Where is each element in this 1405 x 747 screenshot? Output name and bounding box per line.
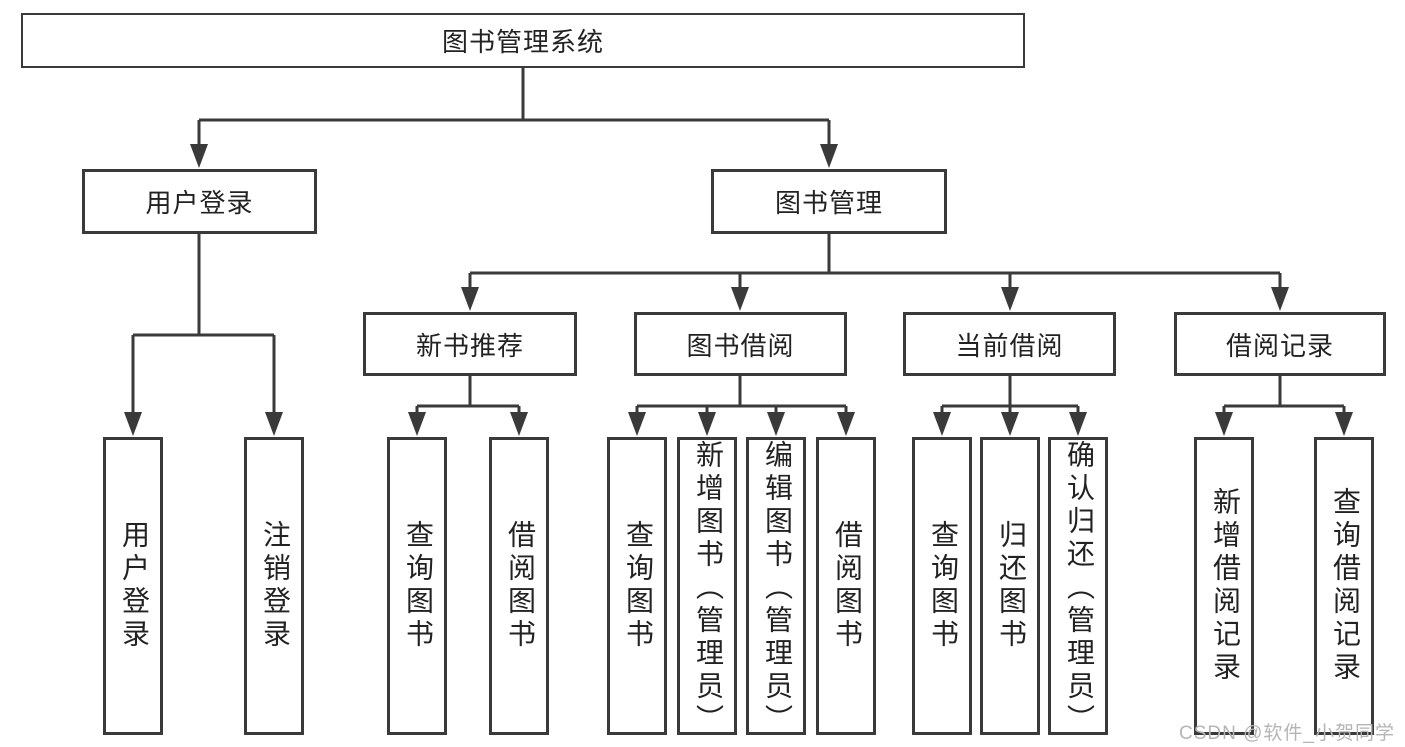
leaf-query-borrow-record-label: 查询借阅记录 [1329,487,1360,685]
node-borrowing-records-label: 借阅记录 [1225,331,1334,361]
leaf-query-books-recommend-label: 查询图书 [402,520,433,652]
node-new-book-recommend-label: 新书推荐 [415,331,524,361]
leaf-query-borrow-record: 查询借阅记录 [1314,437,1374,735]
leaf-user-login-label: 用户登录 [118,520,149,652]
leaf-borrow-books-label: 借阅图书 [831,520,862,652]
leaf-query-books-current-label: 查询图书 [927,520,958,652]
csdn-watermark: CSDN @软件_小贺同学 [1179,723,1395,744]
leaf-add-book-admin-label: 新增图书（管理员） [692,440,723,737]
node-user-login: 用户登录 [82,169,317,234]
leaf-add-borrow-record: 新增借阅记录 [1194,437,1254,735]
leaf-return-book-label: 归还图书 [995,520,1026,652]
node-book-borrowing-label: 图书借阅 [686,331,795,361]
leaf-logout: 注销登录 [244,437,304,735]
node-book-borrowing: 图书借阅 [634,312,847,376]
node-new-book-recommend: 新书推荐 [363,312,577,376]
leaf-borrow-books: 借阅图书 [816,437,876,735]
leaf-add-book-admin: 新增图书（管理员） [677,437,737,737]
node-user-login-label: 用户登录 [145,189,254,218]
leaf-query-books-current: 查询图书 [912,437,972,735]
leaf-query-books-borrow: 查询图书 [607,437,667,735]
leaf-borrow-books-recommend-label: 借阅图书 [504,520,535,652]
leaf-confirm-return-admin: 确认归还（管理员） [1048,437,1108,737]
leaf-logout-label: 注销登录 [259,520,290,652]
node-current-borrowing-label: 当前借阅 [955,331,1064,361]
node-root-label: 图书管理系统 [441,28,604,57]
leaf-user-login: 用户登录 [103,437,163,735]
leaf-return-book: 归还图书 [980,437,1040,735]
arrowheads [124,144,1353,436]
leaf-query-books-recommend: 查询图书 [387,437,447,735]
leaf-edit-book-admin-label: 编辑图书（管理员） [761,440,792,737]
node-borrowing-records: 借阅记录 [1174,312,1386,376]
leaf-add-borrow-record-label: 新增借阅记录 [1209,487,1240,685]
leaf-confirm-return-admin-label: 确认归还（管理员） [1063,440,1094,737]
leaf-borrow-books-recommend: 借阅图书 [489,437,549,735]
node-book-management: 图书管理 [711,169,947,234]
leaf-query-books-borrow-label: 查询图书 [622,520,653,652]
node-current-borrowing: 当前借阅 [903,312,1116,376]
node-root: 图书管理系统 [21,13,1025,68]
leaf-edit-book-admin: 编辑图书（管理员） [746,437,806,737]
node-book-management-label: 图书管理 [774,189,883,218]
